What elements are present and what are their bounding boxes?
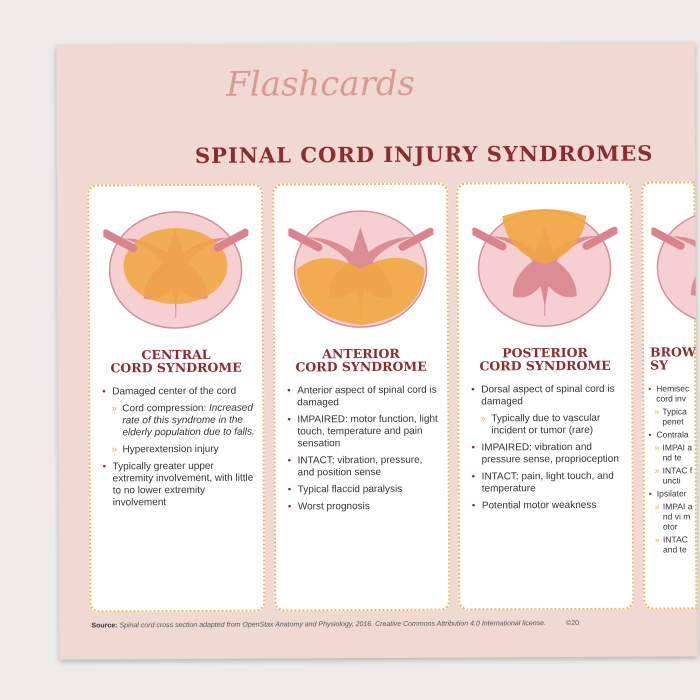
bullet-item: Anterior aspect of spinal cord is damage… <box>287 385 441 410</box>
bullet-item: INTACT: pain, light touch, and temperatu… <box>472 471 626 496</box>
bullet-text: Ipsilater <box>656 488 687 499</box>
bullet-text: Hemisec cord inv <box>656 383 690 404</box>
bullet-text: Potential motor weakness <box>481 499 597 512</box>
bullet-text: Dorsal aspect of spinal cord is damaged <box>481 383 615 408</box>
bullet-text: INTACT: vibration, pressure, and positio… <box>297 454 423 479</box>
bullet-item: INTAC functi <box>649 465 693 485</box>
bullet-item: Damaged center of the cord <box>102 386 256 399</box>
flashcard-sheet: Flashcards SPINAL CORD INJURY SYNDROMES … <box>56 42 698 660</box>
spinal-cord-cross-section <box>288 210 434 328</box>
bullet-item: Worst prognosis <box>288 501 442 514</box>
card-title-line2: CORD SYNDROME <box>110 359 242 376</box>
source-text: Spinal cord cross section adapted from O… <box>117 620 547 630</box>
bullet-item: Hyperextension injury <box>102 444 256 457</box>
page-title: SPINAL CORD INJURY SYNDROMES <box>194 140 654 168</box>
card-bullets: Hemisec cord invTypica penetContralaIMPA… <box>648 383 693 557</box>
bullet-text: IMPAI and te <box>662 442 693 463</box>
script-title: Flashcards <box>226 63 416 105</box>
bullet-text: INTACT: pain, light touch, and temperatu… <box>481 470 614 495</box>
bullet-item: Dorsal aspect of spinal cord is damaged <box>471 384 625 409</box>
bullet-text: Damaged center of the cord <box>112 385 237 398</box>
card-title-line2: CORD SYNDROME <box>295 358 427 375</box>
card-bullets: Damaged center of the cordCord compressi… <box>102 386 257 515</box>
bullet-text: Cord compression: <box>122 402 210 415</box>
bullet-item: Typica penet <box>648 406 692 426</box>
bullet-item: Ipsilater <box>649 488 693 498</box>
bullet-item: INTAC and te <box>649 534 693 554</box>
bullet-text: Hyperextension injury <box>122 443 219 456</box>
source-label: Source: <box>91 622 118 630</box>
bullet-text: INTAC and te <box>662 534 688 555</box>
bullet-text: INTAC functi <box>662 465 693 486</box>
bullet-item: Typical flaccid paralysis <box>288 484 442 497</box>
bullet-text: IMPAI and vi motor <box>662 501 693 532</box>
source-note: Source: Spinal cord cross section adapte… <box>91 620 579 630</box>
bullet-item: IMPAIRED: motor function, light touch, t… <box>287 414 441 451</box>
bullet-text: Typically due to vascular incident or tu… <box>491 412 601 437</box>
card-title-line2: CORD SYNDROME <box>479 357 611 374</box>
bullet-text: Anterior aspect of spinal cord is damage… <box>297 384 437 409</box>
spinal-cord-cross-section <box>472 209 618 327</box>
spinal-cord-cross-section <box>651 209 696 325</box>
bullet-item: IMPAI and te <box>648 442 692 462</box>
card-bullets: Dorsal aspect of spinal cord is damagedT… <box>471 384 626 518</box>
card-title-line2: SY <box>650 357 669 373</box>
bullet-item: Typically due to vascular incident or tu… <box>471 413 625 438</box>
bullet-item: IMPAIRED: vibration and pressure sense, … <box>471 442 625 467</box>
bullet-text: Typical flaccid paralysis <box>297 483 403 496</box>
spinal-cord-cross-section <box>103 211 249 329</box>
card-bullets: Anterior aspect of spinal cord is damage… <box>287 385 442 519</box>
bullet-text: Typica penet <box>662 406 687 427</box>
bullet-item: Hemisec cord inv <box>648 383 692 403</box>
bullet-text: Worst prognosis <box>297 501 370 513</box>
bullet-text: Typically greater upper extremity involv… <box>112 460 254 509</box>
bullet-item: Potential motor weakness <box>472 500 626 513</box>
copyright: ©20 <box>566 619 579 628</box>
bullet-text: IMPAIRED: vibration and pressure sense, … <box>481 441 619 466</box>
bullet-item: Contrala <box>648 429 692 439</box>
bullet-item: IMPAI and vi motor <box>649 501 693 531</box>
bullet-item: Typically greater upper extremity involv… <box>103 461 257 510</box>
bullet-item: Cord compression: Increased rate of this… <box>102 403 256 440</box>
bullet-item: INTACT: vibration, pressure, and positio… <box>288 455 442 480</box>
bullet-text: Contrala <box>656 429 689 440</box>
bullet-text: IMPAIRED: motor function, light touch, t… <box>297 413 438 450</box>
